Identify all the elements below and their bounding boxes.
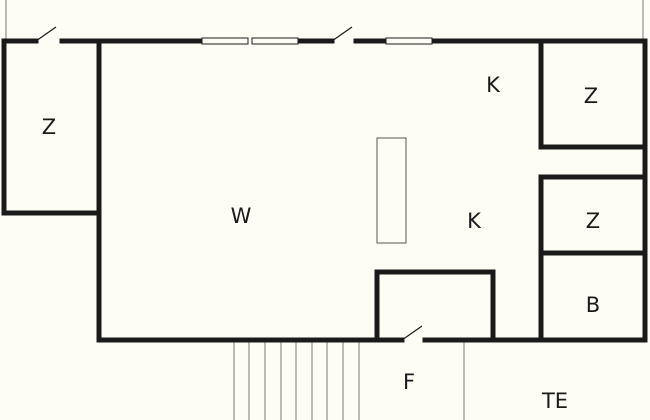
doors: [35, 26, 423, 341]
walls: [1, 38, 648, 343]
room-label-w: W: [231, 204, 252, 228]
stairs: [233, 342, 344, 420]
window: [385, 37, 433, 45]
surrounding-lines: [5, 0, 644, 420]
room-label-te: TE: [541, 389, 568, 413]
room-label-k-top: K: [486, 73, 501, 97]
door-swing: [35, 26, 57, 42]
room-label-k-mid: K: [467, 209, 482, 233]
windows: [201, 37, 433, 45]
window: [201, 37, 249, 45]
room-label-f: F: [403, 370, 415, 394]
room-label-z-left: Z: [42, 115, 56, 139]
room-label-b: B: [586, 293, 600, 317]
door-swing: [401, 325, 423, 341]
room-label-z-right-mid: Z: [586, 209, 600, 233]
kitchen-counter: [376, 137, 407, 244]
window: [251, 37, 299, 45]
room-labels: Z W K K Z Z B F TE: [42, 73, 600, 413]
door-swing: [331, 26, 353, 42]
room-label-z-right-top: Z: [584, 84, 598, 108]
